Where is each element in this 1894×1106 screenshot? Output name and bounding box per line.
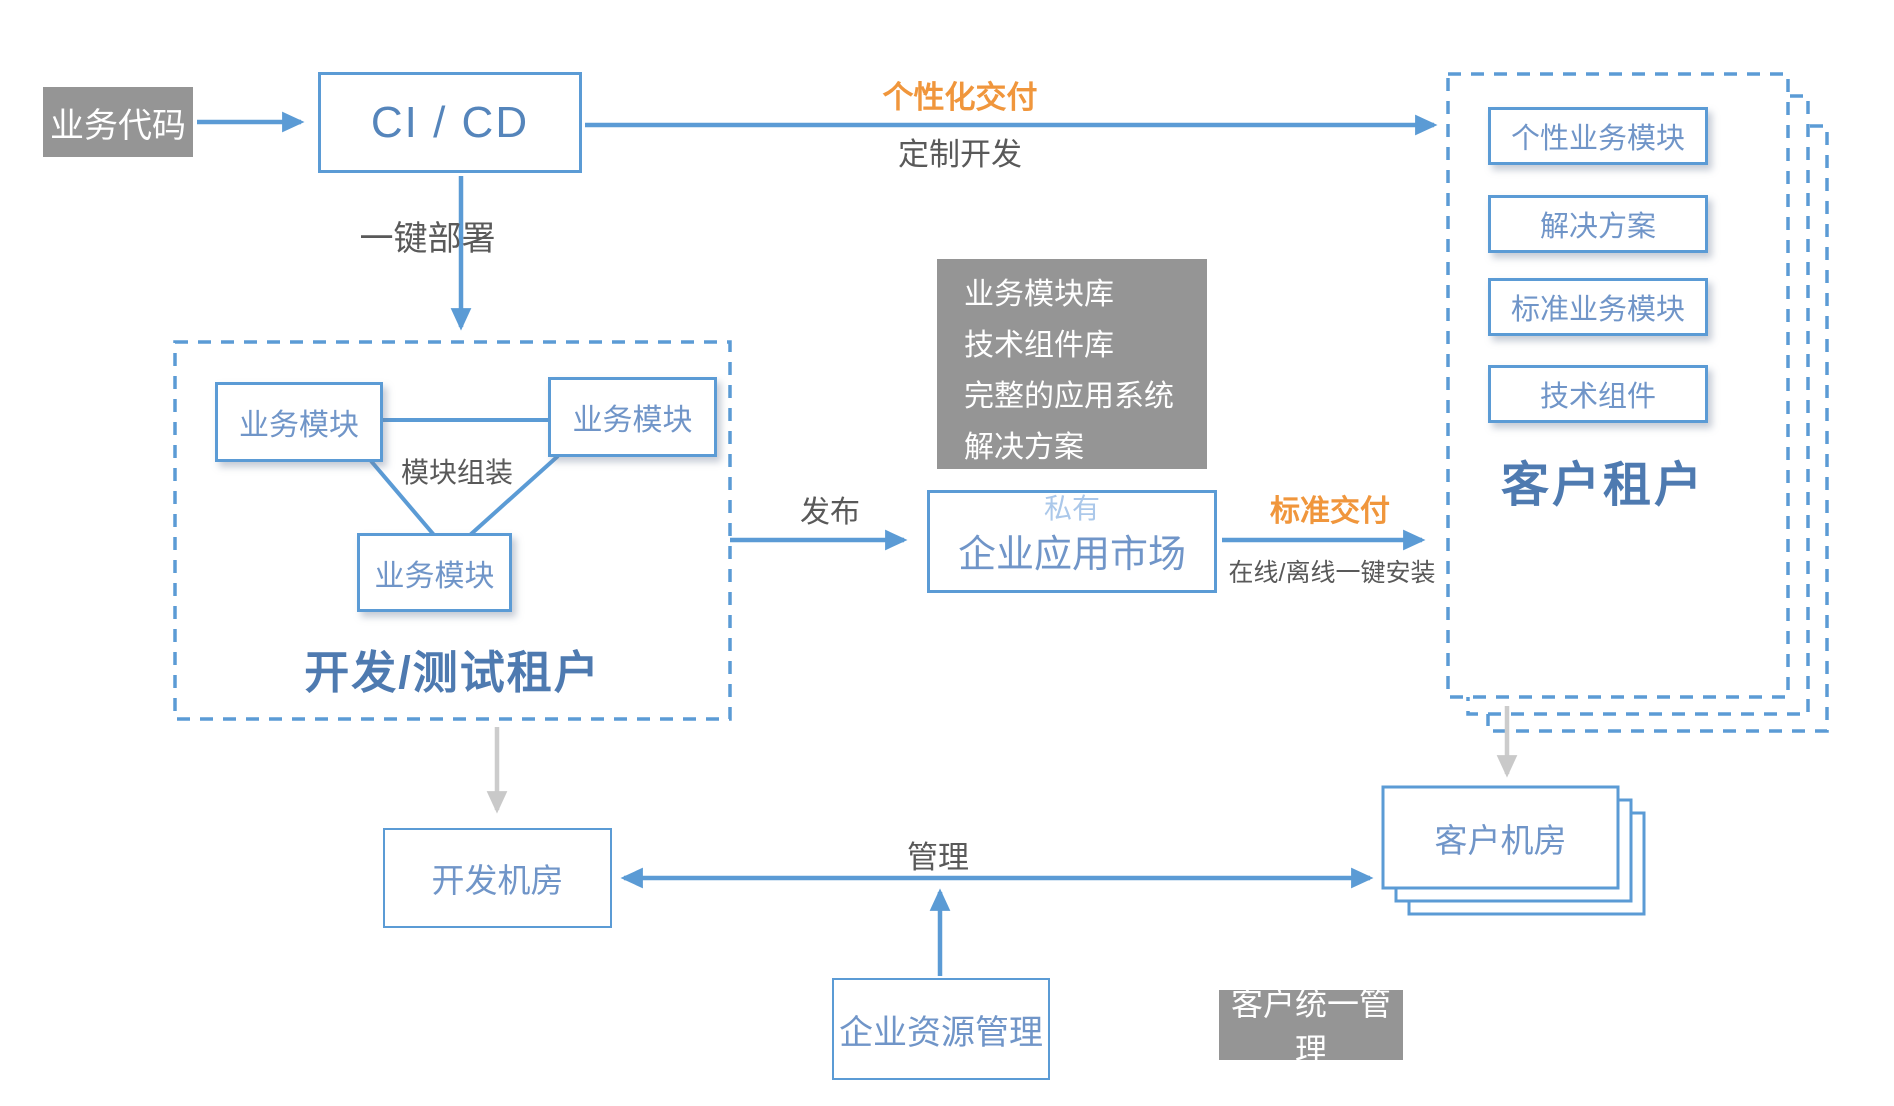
repository-box: 业务模块库 技术组件库 完整的应用系统 解决方案 [937,259,1207,469]
repository-line-2: 技术组件库 [964,329,1114,362]
standard-business-module-box: 标准业务模块 [1488,278,1708,336]
tech-component-box: 技术组件 [1488,365,1708,423]
dev-tenant-title: 开发/测试租户 [304,646,601,698]
customer-tenant-title: 客户租户 [1500,459,1705,512]
business-module-label-1: 业务模块 [239,409,359,442]
standard-delivery-label: 标准交付 [1270,495,1390,528]
enterprise-app-market-box: 私有 企业应用市场 [927,490,1217,593]
private-tag: 私有 [1043,493,1100,524]
solution-box: 解决方案 [1488,195,1708,253]
dev-room-label: 开发机房 [431,862,564,899]
flow-arrows [197,111,1438,976]
customer-room-label: 客户机房 [1434,821,1567,859]
customer-unified-mgmt-label: 客户统一管理 [1230,986,1391,1068]
customer-room-stack [1381,785,1646,916]
personal-business-module-box: 个性业务模块 [1488,107,1708,165]
business-module-label-2: 业务模块 [572,404,693,437]
custom-development-label: 定制开发 [898,136,1022,172]
standard-business-module-label: 标准业务模块 [1510,294,1685,326]
personal-business-module-label: 个性业务模块 [1510,123,1685,155]
repository-line-1: 业务模块库 [964,278,1114,311]
enterprise-resource-mgmt-box: 企业资源管理 [832,978,1050,1080]
deploy-gray-arrows [486,706,1518,814]
enterprise-app-market-label: 企业应用市场 [957,534,1186,576]
cicd-label: CI / CD [370,97,530,147]
module-assembly-label: 模块组装 [400,457,513,488]
publish-label: 发布 [800,496,860,529]
repository-line-4: 解决方案 [964,431,1084,464]
business-code-label: 业务代码 [50,106,186,145]
business-module-label-3: 业务模块 [374,559,495,593]
repository-line-3: 完整的应用系统 [964,380,1174,413]
business-module-box-2: 业务模块 [548,377,717,457]
personalized-delivery-label: 个性化交付 [882,79,1038,115]
dev-room-box: 开发机房 [383,828,612,928]
one-click-deploy-label: 一键部署 [359,219,496,258]
business-module-box-3: 业务模块 [357,533,512,612]
customer-unified-mgmt-box: 客户统一管理 [1219,986,1403,1068]
solution-label: 解决方案 [1539,211,1656,243]
online-offline-install-label: 在线/离线一键安装 [1228,559,1436,587]
business-module-box-1: 业务模块 [215,382,383,462]
customer-room-box: 客户机房 [1383,787,1618,888]
dev-tenant-container [173,340,732,721]
business-code-box: 业务代码 [43,87,193,157]
tech-component-label: 技术组件 [1539,381,1656,413]
cicd-box: CI / CD [318,72,582,173]
enterprise-resource-mgmt-label: 企业资源管理 [839,1013,1043,1052]
module-links [369,418,560,537]
manage-label: 管理 [907,839,969,875]
